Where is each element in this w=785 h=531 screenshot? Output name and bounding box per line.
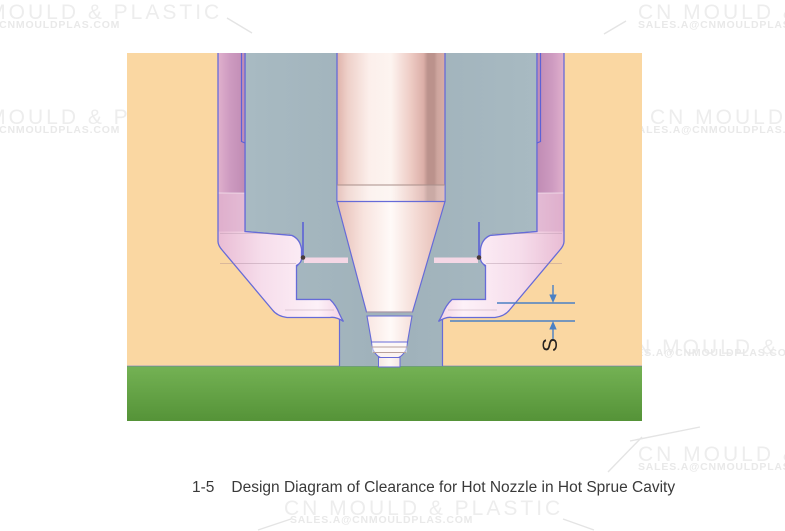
clearance-dimension <box>450 285 575 339</box>
clearance-dimension-label: S <box>539 338 562 353</box>
seam-lines <box>240 53 542 144</box>
insert-edge-pins <box>300 222 482 260</box>
nozzle-mid <box>366 315 413 343</box>
hot-nozzle <box>336 53 446 368</box>
figure-caption-text: Design Diagram of Clearance for Hot Nozz… <box>231 479 676 496</box>
nozzle-tip <box>378 357 401 368</box>
figure-number: 1-5 <box>192 479 215 496</box>
nozzle-sleeve-left <box>217 53 345 323</box>
flange-step-surface-left <box>304 257 348 263</box>
flange-step-surface-right <box>434 257 478 263</box>
figure-caption: 1-5 Design Diagram of Clearance for Hot N… <box>192 479 675 497</box>
cavity-plate <box>127 365 642 421</box>
